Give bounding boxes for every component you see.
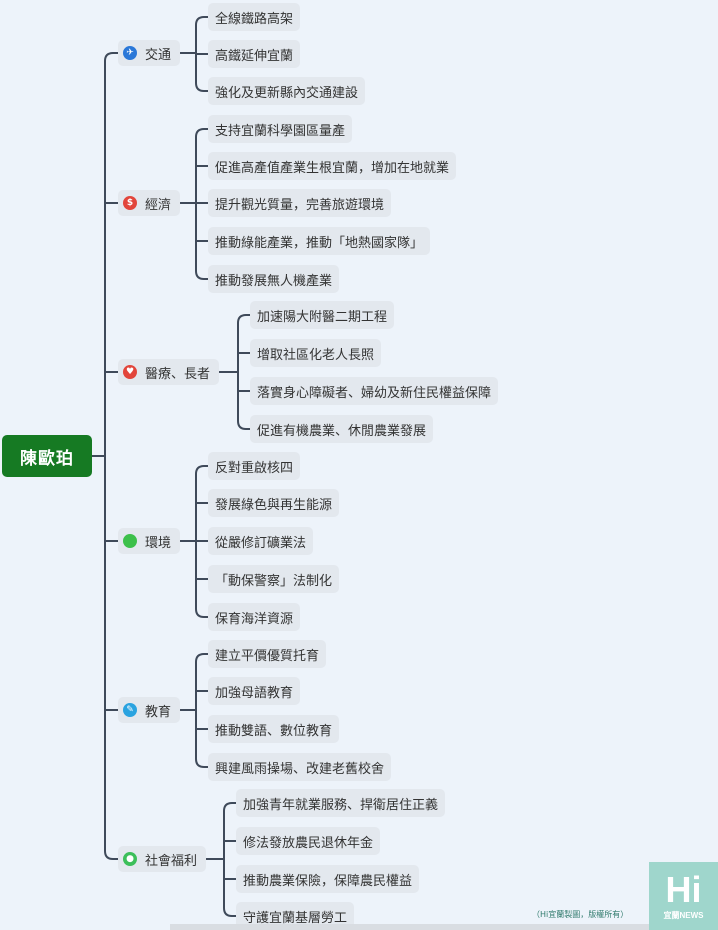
pencil-icon: ✎ xyxy=(123,703,137,717)
leaf-item[interactable]: 推動農業保險，保障農民權益 xyxy=(236,865,420,893)
branch-welfare[interactable]: ● 社會福利 xyxy=(118,846,207,872)
leaf-item[interactable]: 增取社區化老人長照 xyxy=(250,339,382,367)
branch-label: 交通 xyxy=(145,47,172,63)
branch-label: 環境 xyxy=(145,535,172,551)
leaf-item[interactable]: 加強青年就業服務、捍衛居住正義 xyxy=(236,789,446,817)
leaf-item[interactable]: 興建風雨操場、改建老舊校舍 xyxy=(208,753,392,781)
leaf-item[interactable]: 高鐵延伸宜蘭 xyxy=(208,40,301,68)
leaf-item[interactable]: 支持宜蘭科學園區量產 xyxy=(208,115,353,143)
leaf-item[interactable]: 加速陽大附醫二期工程 xyxy=(250,301,395,329)
leaf-item[interactable]: 全線鐵路高架 xyxy=(208,3,301,31)
leaf-item[interactable]: 加強母語教育 xyxy=(208,677,301,705)
connector-line xyxy=(223,802,233,917)
leaf-item[interactable]: 促進高產值產業生根宜蘭，增加在地就業 xyxy=(208,152,457,180)
root-node[interactable]: 陳歐珀 xyxy=(2,435,92,477)
logo-text: Hi xyxy=(665,868,702,910)
leaf-item[interactable]: 強化及更新縣內交通建設 xyxy=(208,77,366,105)
plane-icon: ✈ xyxy=(123,46,137,60)
leaf-item[interactable]: 反對重啟核四 xyxy=(208,452,301,480)
dollar-icon: $ xyxy=(123,196,137,210)
connector-line xyxy=(237,314,247,430)
leaf-item[interactable]: 修法發放農民退休年金 xyxy=(236,827,381,855)
copyright-credit: （Hi宜蘭製圖，版權所有） xyxy=(532,910,629,919)
branch-medical[interactable]: ♥ 醫療、長者 xyxy=(118,359,220,385)
leaf-item[interactable]: 從嚴修訂礦業法 xyxy=(208,527,314,555)
leaf-item[interactable]: 保育海洋資源 xyxy=(208,603,301,631)
leaf-item[interactable]: 推動綠能產業，推動「地熱國家隊」 xyxy=(208,227,431,255)
branch-environment[interactable]: 環境 xyxy=(118,528,181,554)
horizontal-scrollbar[interactable] xyxy=(170,924,649,930)
leaf-item[interactable]: 建立平價優質托育 xyxy=(208,640,327,668)
hi-news-logo: Hi 宜蘭NEWS xyxy=(649,862,718,930)
leaf-item[interactable]: 推動發展無人機產業 xyxy=(208,265,340,293)
heart-icon: ♥ xyxy=(123,365,137,379)
leaf-item[interactable]: 發展綠色與再生能源 xyxy=(208,489,340,517)
leaf-item[interactable]: 提升觀光質量，完善旅遊環境 xyxy=(208,189,392,217)
branch-label: 經濟 xyxy=(145,197,172,213)
branch-label: 社會福利 xyxy=(145,853,198,869)
leaf-item[interactable]: 「動保警察」法制化 xyxy=(208,565,340,593)
leaf-item[interactable]: 推動雙語、數位教育 xyxy=(208,715,340,743)
green-circle-icon xyxy=(123,534,137,548)
logo-subtext: 宜蘭NEWS xyxy=(663,910,704,920)
leaf-item[interactable]: 促進有機農業、休閒農業發展 xyxy=(250,415,434,443)
branch-economy[interactable]: $ 經濟 xyxy=(118,190,181,216)
branch-traffic[interactable]: ✈ 交通 xyxy=(118,40,181,66)
leaf-item[interactable]: 落實身心障礙者、婦幼及新住民權益保障 xyxy=(250,377,499,405)
people-icon: ● xyxy=(123,852,137,866)
branch-label: 醫療、長者 xyxy=(145,366,211,382)
connector-line xyxy=(195,653,205,768)
branch-education[interactable]: ✎ 教育 xyxy=(118,697,181,723)
branch-label: 教育 xyxy=(145,704,172,720)
connector-line xyxy=(104,52,114,860)
